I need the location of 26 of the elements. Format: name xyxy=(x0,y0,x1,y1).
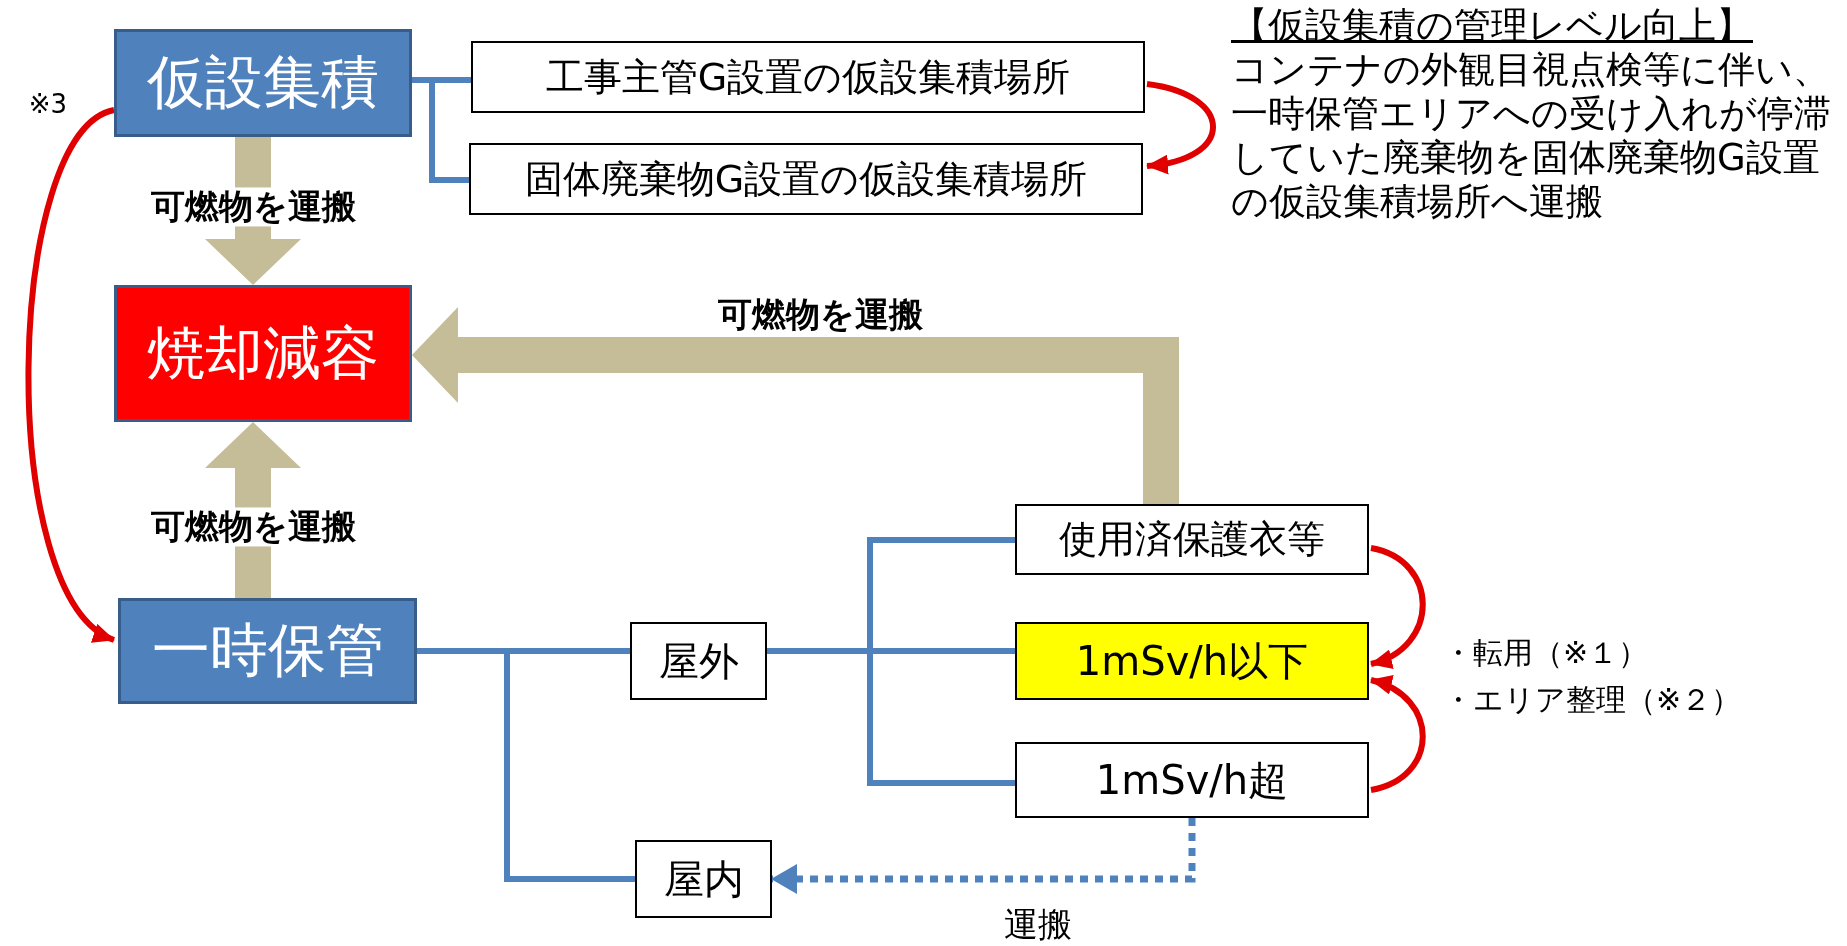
process-box: 仮設集積 xyxy=(114,29,412,137)
arrow xyxy=(1370,545,1426,667)
block-arrow xyxy=(412,307,1179,504)
text-box: 工事主管G設置の仮設集積場所 xyxy=(471,41,1145,113)
arrow xyxy=(1370,677,1426,793)
text-box: 固体廃棄物G設置の仮設集積場所 xyxy=(469,143,1143,215)
edge-label: 可燃物を運搬 xyxy=(715,295,925,335)
edge-label: 可燃物を運搬 xyxy=(148,507,358,547)
process-box: 一時保管 xyxy=(118,598,417,704)
text-box: 1mSv/h超 xyxy=(1015,742,1369,818)
block-arrow xyxy=(205,422,301,598)
connector-line xyxy=(417,648,635,882)
connector-line xyxy=(412,77,469,183)
note-text: コンテナの外観目視点検等に伴い、一時保管エリアへの受け入れが停滞していた廃棄物を固体廃棄物G設置の仮設集積場所へ運搬 xyxy=(1231,48,1832,224)
note-text: ・転用（※１） xyxy=(1443,634,1649,672)
edge-label: 可燃物を運搬 xyxy=(148,187,358,227)
text-box: 使用済保護衣等 xyxy=(1015,504,1369,575)
process-box: 焼却減容 xyxy=(114,285,412,422)
block-arrow xyxy=(205,137,301,285)
arrow xyxy=(25,107,116,643)
highlight-box: 1mSv/h以下 xyxy=(1015,622,1369,700)
text-box: 屋内 xyxy=(635,840,772,918)
heading-text: 【仮設集積の管理レベル向上】 xyxy=(1231,4,1753,48)
text-box: 屋外 xyxy=(630,622,767,700)
arrow xyxy=(1146,81,1216,174)
note-text: ・エリア整理（※２） xyxy=(1443,681,1742,719)
